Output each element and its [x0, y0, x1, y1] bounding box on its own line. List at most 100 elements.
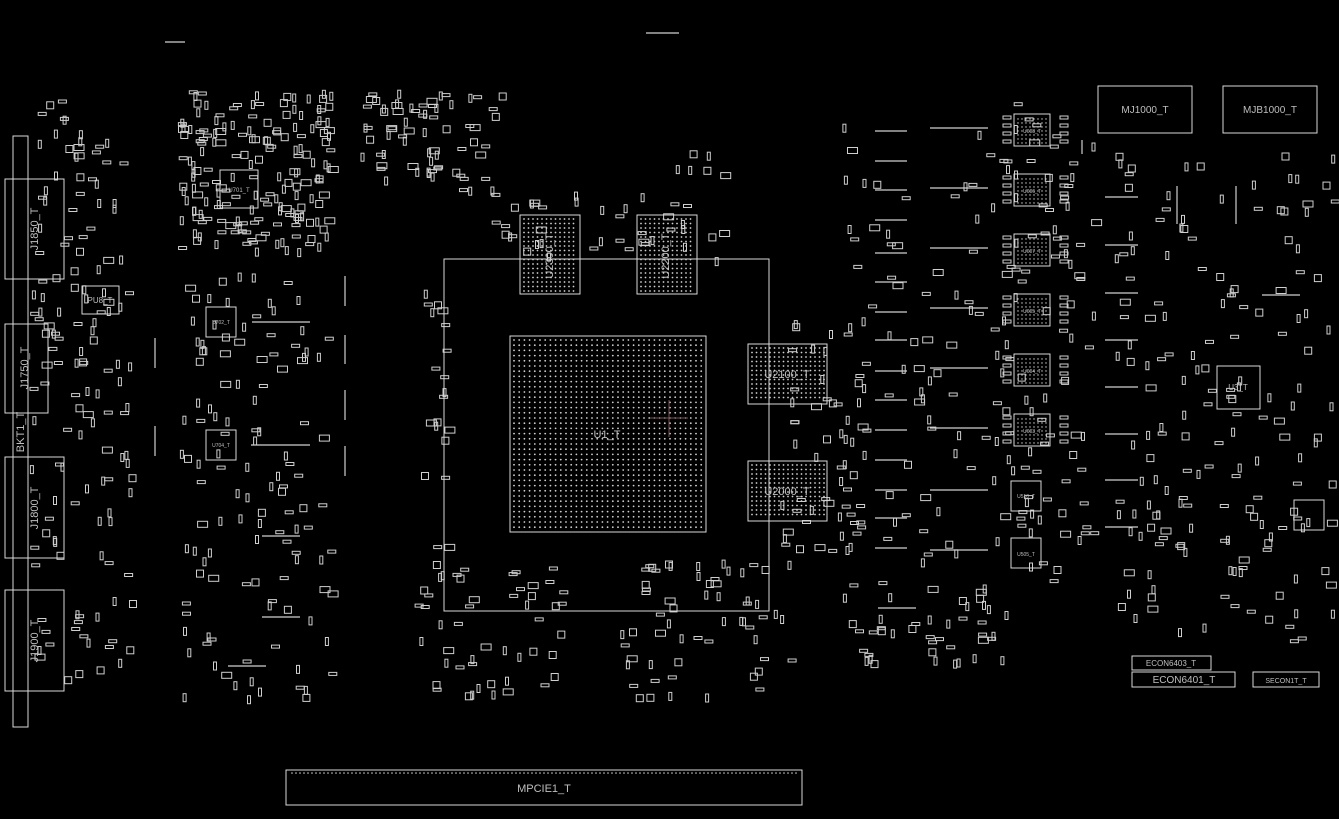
ram-ball	[1045, 422, 1047, 424]
bga-ball	[658, 365, 661, 367]
connector-j1800[interactable]: J1800_T	[4, 456, 65, 559]
chip-u704[interactable]: U704_T	[205, 429, 237, 461]
passive-component	[202, 641, 212, 646]
chip-ball	[532, 231, 534, 234]
passive-component	[773, 609, 778, 619]
ram-chip[interactable]: U608_T	[1002, 113, 1069, 147]
ram-ball	[1025, 182, 1027, 184]
chip-right-small[interactable]	[1293, 499, 1325, 531]
chip-ball	[649, 285, 651, 288]
bga-ball	[575, 458, 578, 461]
passive-component	[921, 291, 931, 296]
cpu-die-outline[interactable]	[509, 335, 707, 533]
mpcie-pin	[327, 772, 329, 774]
cpu-bga-ball-grid[interactable]	[513, 339, 703, 529]
chip-u2000[interactable]: U2000_T	[747, 460, 828, 522]
chip-ball	[814, 464, 816, 466]
bga-ball	[658, 344, 661, 347]
bga-ball	[648, 359, 651, 362]
chip-u505[interactable]: U505_T	[1010, 537, 1042, 569]
passive-component	[197, 91, 207, 96]
econ6403-label: ECON6403_T	[1146, 659, 1196, 668]
ram-ball	[1045, 258, 1047, 260]
bga-ball	[549, 495, 552, 497]
bkt1-label: BKT1_T	[15, 412, 27, 453]
ram-chip[interactable]: U605_T	[1002, 293, 1069, 327]
passive-component	[255, 535, 259, 544]
ram-chip[interactable]: U603_T	[1002, 413, 1069, 447]
passive-component	[294, 191, 299, 201]
passive-component	[708, 233, 717, 242]
connector-mjb1000[interactable]: MJB1000_T	[1222, 85, 1318, 134]
bga-ball	[528, 411, 531, 414]
bga-ball	[658, 385, 661, 388]
chip-ball	[680, 285, 683, 288]
bga-ball	[611, 406, 614, 409]
ram-ball	[1033, 126, 1035, 128]
passive-component	[426, 97, 438, 105]
passive-component	[300, 326, 305, 336]
chip-u2300-label: U2300_T	[544, 233, 556, 279]
chip-ball	[563, 218, 566, 220]
bga-ball	[596, 489, 599, 492]
chip-u2100[interactable]: U2100_T	[747, 343, 828, 405]
u510-label: U510_T	[1017, 494, 1035, 500]
mpcie-pin	[347, 772, 349, 774]
ram-chip[interactable]: U606_T	[1002, 173, 1069, 207]
chip-ball	[782, 374, 785, 376]
chip-ball	[782, 347, 785, 349]
chip-ball	[658, 249, 660, 252]
chip-u701[interactable]: U701_T	[219, 169, 259, 209]
chip-pu8[interactable]: PU8_T	[81, 285, 120, 315]
connector-secon1[interactable]: SECON1T_T	[1252, 671, 1320, 688]
connector-j1900[interactable]: J1900_T	[4, 589, 65, 692]
passive-component	[319, 225, 328, 234]
bga-ball	[549, 422, 552, 425]
passive-component	[1139, 476, 1144, 486]
bga-ball	[674, 515, 677, 518]
chip-ball	[823, 504, 825, 507]
bga-ball	[518, 521, 521, 523]
bga-ball	[684, 385, 687, 388]
chip-u510[interactable]: U510_T	[1010, 480, 1042, 512]
chip-ball	[545, 276, 548, 279]
connector-econ6401[interactable]: ECON6401_T	[1131, 671, 1236, 688]
connector-j1850[interactable]: J1850_T	[4, 178, 65, 280]
bga-ball	[700, 479, 703, 482]
ram-ball	[1033, 430, 1035, 432]
bga-ball	[606, 422, 609, 425]
ram-ball	[1033, 426, 1035, 428]
chip-u2200[interactable]: U2200_T	[636, 214, 698, 295]
bga-ball	[700, 458, 703, 461]
ram-chip[interactable]: U607_T	[1002, 233, 1069, 267]
chip-u2300[interactable]: U2300_T	[519, 214, 581, 295]
passive-component	[315, 175, 324, 184]
bga-ball	[632, 453, 635, 456]
bga-ball	[643, 370, 645, 373]
bracket-bkt1[interactable]	[12, 135, 29, 728]
bga-ball	[674, 484, 677, 487]
bga-ball	[544, 500, 547, 503]
passive-component	[878, 614, 883, 624]
pad	[1059, 431, 1069, 436]
bga-ball	[653, 349, 656, 352]
connector-mpcie1[interactable]: MPCIE1_T	[285, 769, 803, 806]
bga-ball	[585, 432, 588, 435]
cpu-socket-outline[interactable]	[443, 258, 770, 612]
passive-component	[705, 580, 714, 588]
connector-j1750[interactable]: J1750_T	[4, 323, 49, 414]
chip-ball	[545, 258, 548, 261]
bga-ball	[684, 437, 687, 440]
chip-u702[interactable]: U702_T	[205, 306, 237, 338]
ram-chip[interactable]: U604_T	[1002, 353, 1069, 387]
connector-econ6403[interactable]: ECON6403_T	[1131, 655, 1212, 671]
connector-mj1000[interactable]: MJ1000_T	[1097, 85, 1193, 134]
chip-ball	[787, 513, 789, 516]
pad	[1002, 131, 1012, 136]
ram-ball	[1041, 310, 1043, 312]
bga-ball	[622, 484, 625, 487]
passive-component	[843, 332, 853, 337]
chip-u3[interactable]: U3_T	[1216, 365, 1261, 410]
passive-component	[933, 656, 938, 666]
